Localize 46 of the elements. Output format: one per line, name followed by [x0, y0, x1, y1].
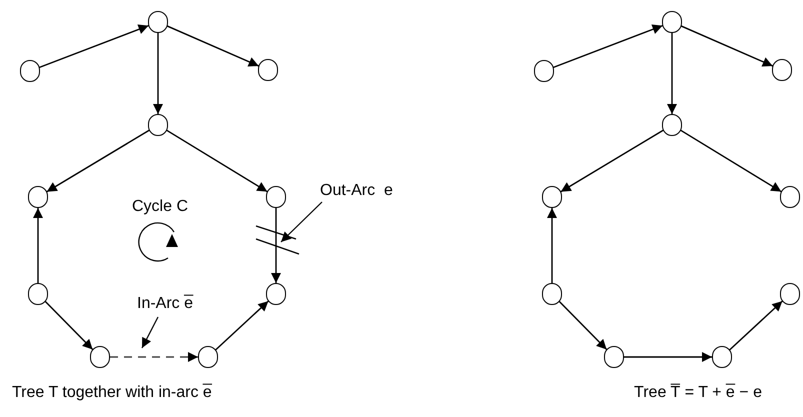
- arrow: [44, 300, 94, 350]
- leader-line: [141, 316, 159, 348]
- graph-node: [772, 59, 792, 81]
- arrow: [110, 352, 198, 362]
- graph-node: [662, 11, 682, 33]
- graph-node: [148, 114, 168, 136]
- leader-line: [280, 202, 322, 242]
- graph-node: [604, 346, 624, 368]
- graph-node: [662, 114, 682, 136]
- figure-caption: Tree T̅ = T + e̅ − e: [633, 383, 763, 403]
- graph-node: [266, 283, 286, 305]
- arrow: [667, 33, 677, 114]
- arrow: [553, 24, 663, 68]
- arrow: [271, 208, 281, 283]
- arrow: [33, 208, 43, 283]
- graph-node: [198, 346, 218, 368]
- graph-node: [28, 186, 48, 208]
- figure-caption: Tree T together with in-arc e̅: [12, 383, 213, 403]
- cycle-label: Cycle C: [130, 197, 189, 217]
- graph-node: [712, 346, 732, 368]
- graph-node: [780, 283, 800, 305]
- graph-node: [258, 59, 278, 81]
- arrow: [560, 130, 664, 192]
- arrow: [39, 24, 149, 68]
- arrow: [153, 33, 163, 114]
- graph-node: [542, 283, 562, 305]
- graph-node: [90, 346, 110, 368]
- graph-node: [20, 60, 40, 82]
- arrow: [166, 130, 268, 192]
- arrow: [547, 208, 557, 283]
- arrow: [624, 352, 712, 362]
- graph-node: [542, 186, 562, 208]
- arrow: [680, 130, 782, 192]
- arrow: [729, 300, 783, 350]
- graph-node: [148, 11, 168, 33]
- graph-node: [28, 283, 48, 305]
- arrow: [558, 300, 608, 350]
- graph-node: [780, 186, 800, 208]
- arrow: [215, 300, 269, 350]
- annotation-text: In-Arc e̅: [137, 295, 194, 313]
- arrow: [167, 25, 259, 67]
- arrow: [46, 130, 150, 192]
- arrow: [681, 25, 773, 67]
- graph-node: [266, 186, 286, 208]
- graph-node: [534, 60, 554, 82]
- annotation-text: Out-Arc e: [320, 182, 393, 200]
